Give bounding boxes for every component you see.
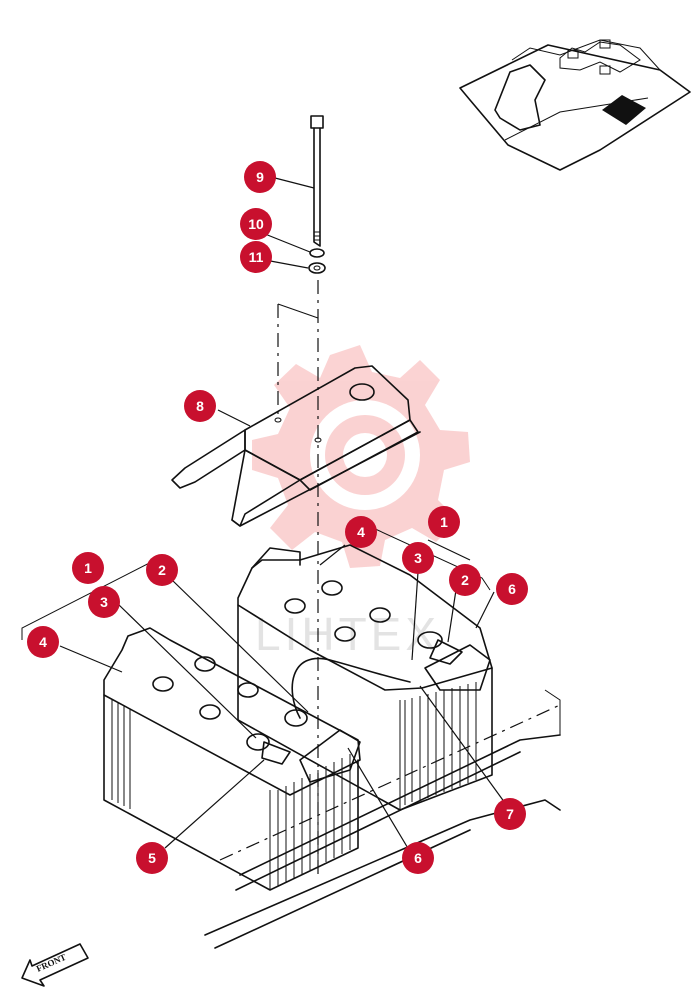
callout-4b: 4 <box>345 516 377 548</box>
svg-text:5: 5 <box>148 850 156 866</box>
svg-text:6: 6 <box>508 581 516 597</box>
svg-text:1: 1 <box>440 514 448 530</box>
callout-3b: 3 <box>402 542 434 574</box>
svg-text:2: 2 <box>158 562 166 578</box>
callout-11: 11 <box>240 241 272 273</box>
bolt-shank <box>313 127 321 247</box>
svg-text:10: 10 <box>248 216 264 232</box>
bolt-assembly <box>308 115 326 274</box>
svg-text:1: 1 <box>84 560 92 576</box>
svg-text:9: 9 <box>256 169 264 185</box>
callout-8: 8 <box>184 390 216 422</box>
svg-text:3: 3 <box>100 594 108 610</box>
front-arrow: FRONT <box>21 943 89 987</box>
callout-2b: 2 <box>449 564 481 596</box>
callout-6a: 6 <box>496 573 528 605</box>
svg-text:6: 6 <box>414 850 422 866</box>
svg-text:4: 4 <box>39 634 47 650</box>
svg-text:3: 3 <box>414 550 422 566</box>
spring-washer <box>309 248 325 258</box>
battery-cable <box>291 657 411 719</box>
svg-text:8: 8 <box>196 398 204 414</box>
callout-3a: 3 <box>88 586 120 618</box>
callout-5: 5 <box>136 842 168 874</box>
svg-text:2: 2 <box>461 572 469 588</box>
washer <box>308 262 326 274</box>
watermark-logo <box>252 345 470 568</box>
callout-1b: 1 <box>428 506 460 538</box>
callout-9: 9 <box>244 161 276 193</box>
leader-lines <box>59 177 506 866</box>
hold-down-bracket <box>171 365 421 527</box>
callout-4a: 4 <box>27 626 59 658</box>
svg-text:11: 11 <box>249 249 264 265</box>
callout-6b: 6 <box>402 842 434 874</box>
svg-text:4: 4 <box>357 524 365 540</box>
callout-7: 7 <box>494 798 526 830</box>
callout-1a: 1 <box>72 552 104 584</box>
bolt-head <box>310 115 324 129</box>
front-label: FRONT <box>35 952 68 974</box>
locator-inset <box>459 39 691 171</box>
callout-10: 10 <box>240 208 272 240</box>
svg-text:7: 7 <box>506 806 514 822</box>
callout-2a: 2 <box>146 554 178 586</box>
